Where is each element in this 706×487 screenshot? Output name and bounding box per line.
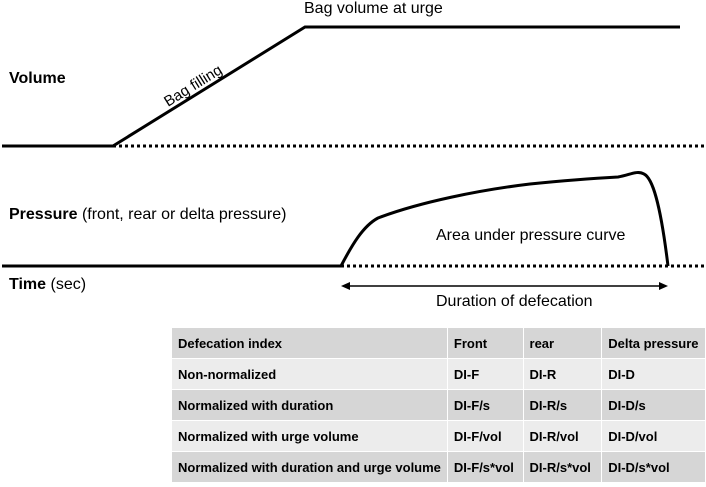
table-cell: DI-F/vol [447, 420, 524, 452]
table-cell: DI-F [447, 358, 524, 390]
table-row: Normalized with duration DI-F/s DI-R/s D… [172, 389, 706, 421]
table-cell: Non-normalized [172, 358, 448, 390]
pressure-axis-label-rest: (front, rear or delta pressure) [77, 206, 287, 223]
table-cell: DI-D/vol [601, 420, 706, 452]
volume-axis-label: Volume [9, 70, 66, 87]
table-cell: DI-R/s*vol [523, 451, 603, 483]
table-cell: DI-R/s [523, 389, 603, 421]
bag-volume-at-urge-label: Bag volume at urge [304, 0, 443, 17]
area-under-curve-label: Area under pressure curve [436, 227, 626, 244]
time-axis-label: Time (sec) [9, 276, 86, 294]
defecation-index-table: Defecation index Front rear Delta pressu… [172, 328, 706, 483]
pressure-curve [2, 171, 670, 268]
volume-curve [2, 25, 680, 148]
table-header-cell: Front [447, 328, 524, 359]
table-cell: Normalized with urge volume [172, 420, 448, 452]
pressure-axis-label: Pressure (front, rear or delta pressure) [9, 206, 286, 224]
duration-of-defecation-label: Duration of defecation [436, 293, 593, 310]
time-axis-label-bold: Time [9, 276, 47, 293]
table-row: Non-normalized DI-F DI-R DI-D [172, 358, 706, 390]
table-row: Normalized with duration and urge volume… [172, 451, 706, 483]
table-cell: Normalized with duration [172, 389, 448, 421]
table-header-cell: rear [523, 328, 603, 359]
table-cell: DI-F/s [447, 389, 524, 421]
time-axis-label-rest: (sec) [46, 276, 87, 293]
table-row: Normalized with urge volume DI-F/vol DI-… [172, 420, 706, 452]
table-cell: DI-R [523, 358, 603, 390]
table-header-cell: Defecation index [172, 328, 448, 359]
table-cell: DI-D/s [601, 389, 706, 421]
table-cell: Normalized with duration and urge volume [172, 451, 448, 483]
pressure-axis-label-bold: Pressure [9, 206, 78, 223]
table-cell: DI-D [601, 358, 706, 390]
duration-arrow-left-head [341, 282, 350, 290]
table-cell: DI-R/vol [523, 420, 603, 452]
table-cell: DI-D/s*vol [601, 451, 706, 483]
duration-arrow-right-head [659, 282, 668, 290]
bag-filling-label: Bag filling [161, 62, 225, 111]
table-header-cell: Delta pressure [601, 328, 706, 359]
table-header-row: Defecation index Front rear Delta pressu… [172, 328, 706, 359]
table-cell: DI-F/s*vol [447, 451, 524, 483]
